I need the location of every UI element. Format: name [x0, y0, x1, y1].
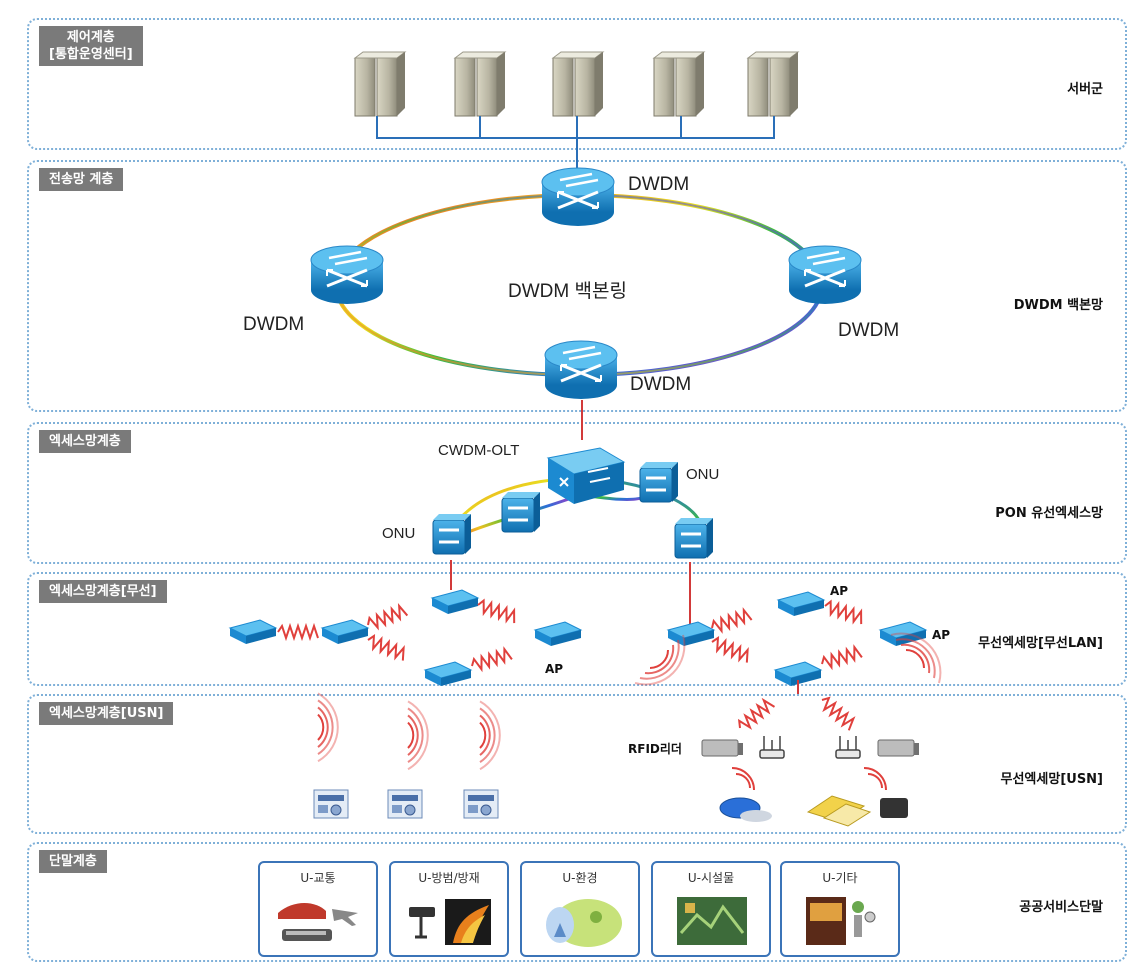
- server-icon: [354, 51, 406, 117]
- server-icon: [653, 51, 705, 117]
- access-point-icon: [321, 619, 369, 645]
- rfid-reader-icon: [701, 739, 744, 757]
- dwdm-node-label: DWDM: [243, 314, 305, 335]
- radio-link: [277, 625, 319, 639]
- service-box-environment: U-환경: [520, 861, 640, 957]
- service-label: U-교통: [300, 871, 336, 885]
- service-label: U-방범/방재: [418, 871, 480, 885]
- radio-wave-icon: [283, 691, 355, 764]
- radio-link: [475, 598, 519, 625]
- access-point-icon: [229, 619, 277, 645]
- radio-link: [708, 607, 753, 635]
- dwdm-router-icon: [787, 244, 863, 306]
- dwdm-node-label: DWDM: [838, 320, 900, 341]
- access-point-icon: [667, 621, 715, 647]
- service-box-security: U-방범/방재: [389, 861, 509, 957]
- radio-link: [817, 694, 858, 732]
- onu-icon: [673, 516, 715, 560]
- server-cluster: [354, 51, 799, 176]
- layer-right-label: 무선엑세망[무선LAN]: [978, 636, 1103, 651]
- usn-access-layer: 엑세스망계층[USN] 무선엑세망[USN]: [27, 694, 1127, 834]
- wireless-access-layer: 엑세스망계층[무선] 무선엑세망[무선LAN]: [27, 572, 1127, 686]
- rfid-reader-label: RFID리더: [628, 742, 682, 756]
- antenna-icon: [835, 735, 861, 759]
- olt-label: CWDM-OLT: [438, 442, 520, 459]
- layer-right-label: DWDM 백본망: [1013, 298, 1103, 313]
- layer-right-label: 서버군: [1067, 82, 1103, 97]
- radio-link: [708, 635, 753, 664]
- radio-link: [469, 646, 513, 673]
- onu-icon: [638, 460, 680, 504]
- sensor-node-icon: [387, 789, 423, 819]
- etc-icon: [806, 897, 876, 945]
- ap-label: AP: [545, 662, 564, 676]
- server-icon: [454, 51, 506, 117]
- server-icon: [747, 51, 799, 117]
- radio-wave-icon: [373, 699, 445, 772]
- sensor-node-icon: [463, 789, 499, 819]
- onu-icon: [500, 490, 542, 534]
- rfid-tag-icon: [719, 797, 772, 822]
- layer-right-label: 공공서비스단말: [1019, 900, 1103, 915]
- layer-tag: 엑세스망계층: [39, 430, 131, 453]
- dwdm-router-icon: [309, 244, 385, 306]
- access-point-icon: [431, 589, 479, 615]
- service-label: U-시설물: [687, 871, 735, 885]
- service-label: U-환경: [562, 871, 598, 885]
- service-box-facility: U-시설물: [651, 861, 771, 957]
- service-label: U-기타: [822, 871, 858, 885]
- radio-link: [735, 696, 776, 734]
- layer-tag: 단말계층: [39, 850, 107, 873]
- radio-wave-icon: [445, 699, 517, 772]
- layer-tag: 엑세스망계층[무선]: [39, 580, 167, 603]
- radio-link: [364, 603, 409, 632]
- access-point-icon: [534, 621, 582, 647]
- cctv-fire-icon: [409, 899, 491, 945]
- radio-link: [822, 599, 866, 626]
- layer-tag: 전송망 계층: [39, 168, 124, 191]
- usn-sensors: [283, 691, 920, 827]
- layer-right-label: PON 유선엑세스망: [995, 506, 1103, 521]
- dwdm-node-label: DWDM: [630, 374, 692, 395]
- server-icon: [552, 51, 604, 117]
- dwdm-ring-label: DWDM 백본링: [508, 281, 627, 302]
- rfid-reader-icon: [877, 739, 920, 757]
- facility-icon: [677, 897, 747, 945]
- radio-link: [364, 633, 409, 662]
- ap-label: AP: [830, 584, 849, 598]
- antenna-icon: [759, 735, 785, 759]
- wireless-lan: [229, 589, 942, 694]
- environment-icon: [546, 899, 622, 947]
- dwdm-router-icon: [543, 339, 619, 401]
- radio-link: [819, 644, 863, 671]
- dwdm-ring: [309, 166, 863, 440]
- olt-switch-icon: [546, 447, 626, 504]
- onu-label: ONU: [686, 466, 720, 483]
- dwdm-node-label: DWDM: [628, 174, 690, 195]
- layer-tag: 엑세스망계층[USN]: [39, 702, 174, 725]
- onu-icon: [431, 512, 473, 556]
- service-box-traffic: U-교통: [258, 861, 378, 957]
- access-point-icon: [777, 591, 825, 617]
- sensor-node-icon: [313, 789, 349, 819]
- dwdm-router-icon: [540, 166, 616, 228]
- ap-label: AP: [932, 628, 951, 642]
- train-icon: [278, 903, 358, 941]
- onu-label: ONU: [382, 525, 416, 542]
- service-box-etc: U-기타: [780, 861, 900, 957]
- rfid-card-icon: [806, 795, 908, 827]
- layer-tag: 제어계층 [통합운영센터]: [39, 26, 143, 66]
- pon-access: [431, 447, 715, 624]
- access-point-icon: [424, 661, 472, 687]
- layer-right-label: 무선엑세망[USN]: [1000, 772, 1103, 787]
